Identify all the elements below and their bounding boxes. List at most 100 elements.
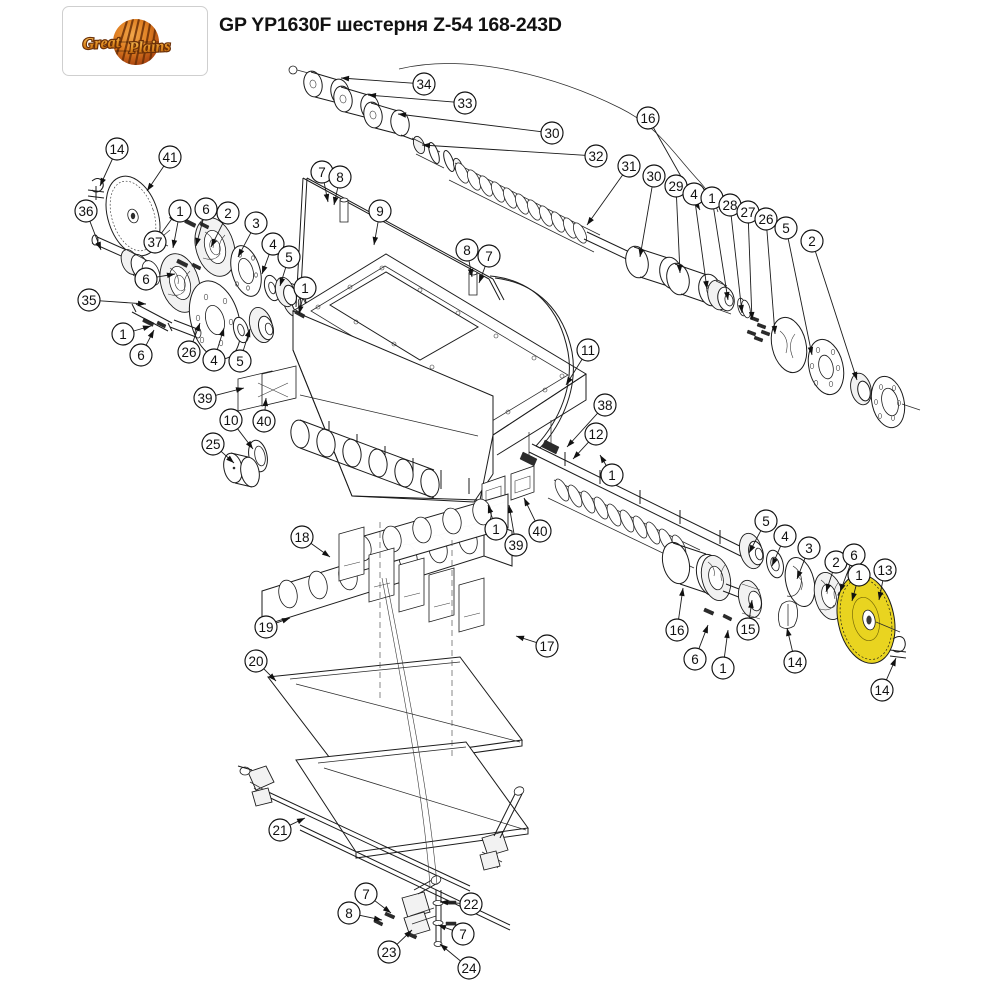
callout-circle[interactable]	[711, 656, 735, 680]
callout-circle[interactable]	[783, 650, 807, 674]
callout-circle[interactable]	[736, 617, 760, 641]
callout-number: 6	[202, 202, 210, 217]
callout-circle[interactable]	[293, 276, 317, 300]
callout-circle[interactable]	[535, 634, 559, 658]
callout-number: 29	[668, 179, 683, 194]
callout-circle[interactable]	[593, 393, 617, 417]
callout-number: 16	[640, 111, 655, 126]
callout-18: 18	[290, 525, 314, 549]
callout-circle[interactable]	[377, 940, 401, 964]
callout-1: 1	[168, 199, 192, 223]
callout-circle[interactable]	[642, 164, 666, 188]
callout-circle[interactable]	[244, 649, 268, 673]
callout-circle[interactable]	[193, 386, 217, 410]
callout-circle[interactable]	[870, 678, 894, 702]
callout-number: 2	[832, 555, 840, 570]
leader-arrowhead	[194, 323, 200, 332]
callout-circle[interactable]	[540, 121, 564, 145]
callout-circle[interactable]	[277, 245, 301, 269]
callout-circle[interactable]	[773, 524, 797, 548]
callout-circle[interactable]	[636, 106, 660, 130]
callout-circle[interactable]	[873, 558, 897, 582]
callout-circle[interactable]	[451, 922, 475, 946]
callout-number: 16	[669, 623, 684, 638]
callout-circle[interactable]	[194, 197, 218, 221]
callout-circle[interactable]	[354, 882, 378, 906]
callout-number: 21	[272, 823, 287, 838]
callout-number: 10	[223, 413, 238, 428]
callout-circle[interactable]	[261, 232, 285, 256]
callout-circle[interactable]	[254, 615, 278, 639]
callout-circle[interactable]	[77, 288, 101, 312]
callout-circle[interactable]	[168, 199, 192, 223]
callout-circle[interactable]	[459, 892, 483, 916]
callout-circle[interactable]	[754, 207, 778, 231]
callout-number: 34	[416, 77, 432, 92]
leader-arrowhead	[373, 915, 382, 922]
callout-circle[interactable]	[797, 536, 821, 560]
callout-circle[interactable]	[290, 525, 314, 549]
callout-circle[interactable]	[244, 211, 268, 235]
callout-circle[interactable]	[576, 338, 600, 362]
callout-circle[interactable]	[252, 409, 276, 433]
callout-number: 11	[581, 343, 595, 358]
callout-circle[interactable]	[504, 533, 528, 557]
callout-circle[interactable]	[328, 165, 352, 189]
callout-number: 7	[318, 165, 326, 180]
callout-circle[interactable]	[800, 229, 824, 253]
callout-circle[interactable]	[216, 201, 240, 225]
callout-number: 14	[787, 655, 803, 670]
callout-circle[interactable]	[477, 244, 501, 268]
callout-circle[interactable]	[201, 432, 225, 456]
callout-30: 30	[540, 121, 564, 145]
callout-circle[interactable]	[412, 72, 436, 96]
callout-circle[interactable]	[617, 154, 641, 178]
callout-number: 1	[492, 522, 500, 537]
leader-arrowhead	[567, 439, 575, 447]
callout-circle[interactable]	[600, 463, 624, 487]
callout-circle[interactable]	[134, 267, 158, 291]
callout-number: 13	[877, 563, 892, 578]
callout-circle[interactable]	[228, 349, 252, 373]
callout-circle[interactable]	[528, 519, 552, 543]
callout-number: 6	[850, 548, 858, 563]
callout-circle[interactable]	[453, 91, 477, 115]
callout-1: 1	[111, 322, 135, 346]
callout-circle[interactable]	[584, 422, 608, 446]
callout-circle[interactable]	[754, 509, 778, 533]
callout-number: 27	[740, 205, 755, 220]
callout-circle[interactable]	[177, 340, 201, 364]
callout-26: 26	[754, 207, 778, 231]
callout-circle[interactable]	[683, 647, 707, 671]
callout-6: 6	[129, 343, 153, 367]
callout-1: 1	[293, 276, 317, 300]
callout-circle[interactable]	[368, 199, 392, 223]
callout-number: 6	[142, 272, 150, 287]
callout-1: 1	[600, 463, 624, 487]
callout-circle[interactable]	[129, 343, 153, 367]
callout-circle[interactable]	[268, 818, 292, 842]
callout-circle[interactable]	[158, 145, 182, 169]
callout-circle[interactable]	[774, 216, 798, 240]
leader-arrowhead	[851, 371, 858, 380]
callout-circle[interactable]	[665, 618, 689, 642]
callout-circle[interactable]	[584, 144, 608, 168]
callout-34: 34	[412, 72, 436, 96]
callout-circle[interactable]	[111, 322, 135, 346]
callout-number: 19	[258, 620, 273, 635]
callout-16: 16	[665, 618, 689, 642]
cotter-pin-14	[87, 178, 105, 200]
callout-number: 24	[461, 961, 477, 976]
callout-circle[interactable]	[455, 238, 479, 262]
leader-arrowhead	[147, 182, 154, 191]
callout-circle[interactable]	[74, 199, 98, 223]
callout-circle[interactable]	[143, 230, 167, 254]
callout-circle[interactable]	[484, 517, 508, 541]
callout-circle[interactable]	[219, 408, 243, 432]
callout-circle[interactable]	[847, 563, 871, 587]
callout-circle[interactable]	[337, 901, 361, 925]
callout-circle[interactable]	[202, 348, 226, 372]
callout-circle[interactable]	[105, 137, 129, 161]
callout-circle[interactable]	[457, 956, 481, 980]
